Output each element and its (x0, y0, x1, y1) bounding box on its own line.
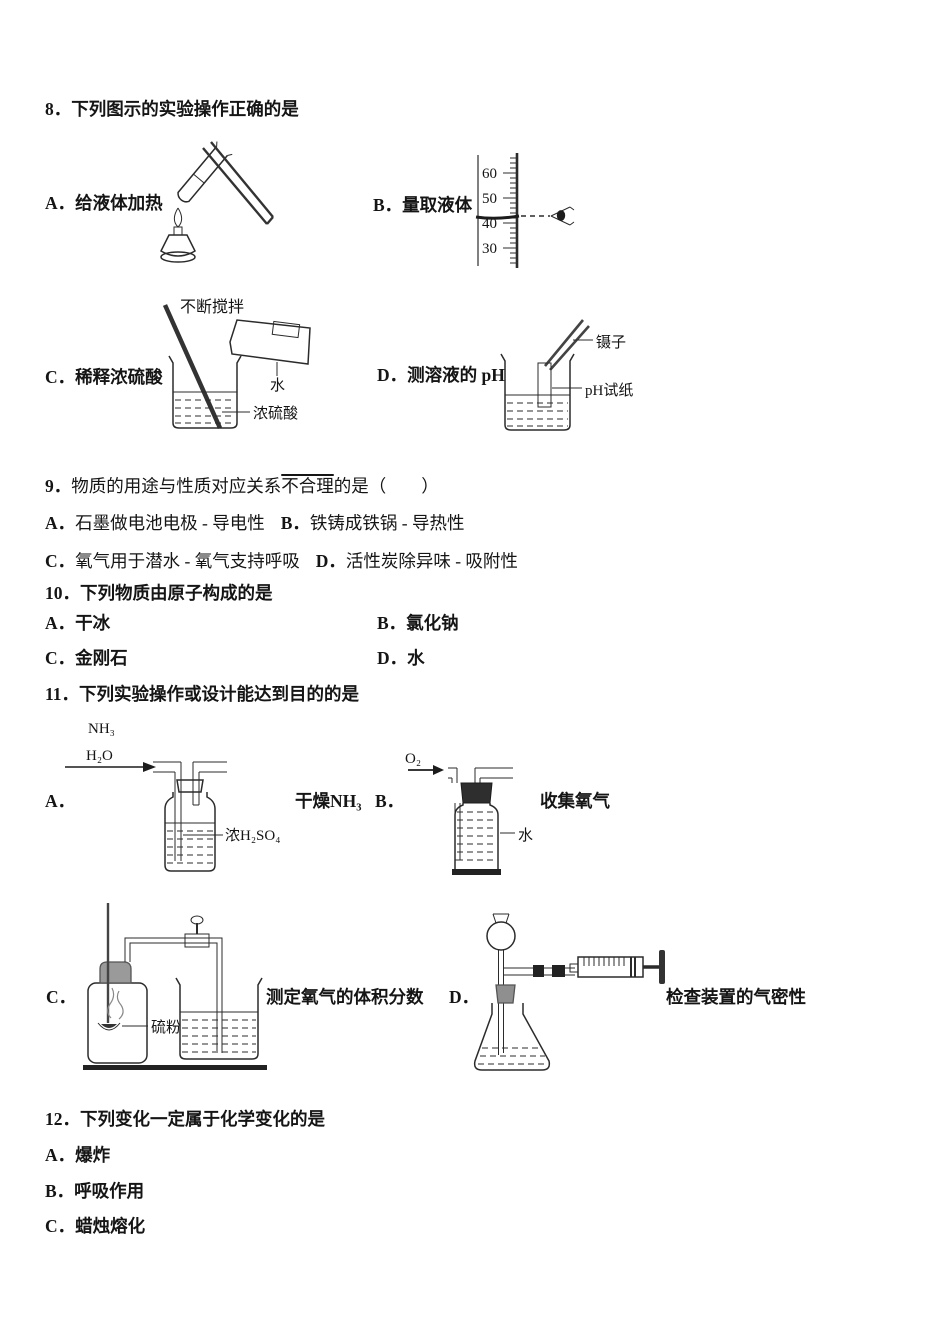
q11-caption-d: 检查装置的气密性 (666, 987, 806, 1007)
side-tube (503, 965, 575, 977)
q12-option-b: B．呼吸作用 (45, 1181, 145, 1201)
q10-option-b: B．氯化钠 (377, 613, 459, 633)
q9-option-a-label: A． (45, 513, 76, 533)
q8-title: 8．下列图示的实验操作正确的是 (45, 99, 299, 119)
q8-option-c: C．稀释浓硫酸 (45, 367, 163, 387)
q11-label-a: A． (45, 791, 76, 811)
beaker (175, 977, 263, 1060)
liquid-level (475, 214, 520, 220)
beaker (168, 355, 242, 429)
q8-option-b: B．量取液体 (373, 195, 473, 215)
powder-label: 硫粉 (151, 1019, 181, 1036)
q8-diagram-cylinder: 60 50 40 30 (475, 153, 575, 268)
plunger-handle (659, 950, 665, 984)
gas-label: O₂ (405, 751, 421, 767)
q9-stem-prefix: 物质的用途与性质对应关系 (71, 476, 282, 496)
q10-option-d: D．水 (377, 648, 425, 668)
test-tube (177, 141, 233, 203)
q9-option-b-label: B． (280, 513, 310, 533)
acid-label: 浓H₂SO₄ (225, 827, 280, 844)
paper-label: pH试纸 (585, 382, 633, 399)
syringe (569, 950, 665, 984)
q11-diagram-airtightness (473, 913, 665, 1071)
tick-60: 60 (482, 166, 497, 182)
q10-title: 10．下列物质由原子构成的是 (45, 583, 273, 603)
wash-bottle (153, 761, 227, 872)
q11-caption-a: 干燥NH₃ (295, 791, 362, 811)
q8-diagram-heating (160, 141, 274, 263)
q9-option-d-label: D． (315, 551, 346, 571)
bottle-base (452, 869, 501, 875)
q11-label-c: C． (46, 987, 77, 1007)
q12-option-a: A．爆炸 (45, 1145, 111, 1165)
q9-stem-suffix: 的是（ ） (333, 476, 439, 496)
sulfur-powder (101, 1024, 117, 1028)
q9-option-c-label: C． (45, 551, 76, 571)
q8-option-d: D．测溶液的 pH (377, 365, 505, 385)
q11-diagram-drying: NH₃ H₂O 浓H₂SO₄ (65, 721, 280, 872)
graduated-cylinder: 60 50 40 30 (475, 153, 520, 268)
test-tube-holder (202, 141, 274, 225)
water-label: 水 (518, 827, 533, 844)
q9-stem-emphasis: 不合理 (281, 476, 334, 496)
q9-options-row1: A．石墨做电池电极 - 导电性 B．铁铸成铁锅 - 导热性 (45, 513, 465, 533)
flame-icon (173, 207, 183, 228)
flow-arrow (65, 762, 156, 772)
ph-paper-strip (537, 362, 552, 408)
smoke (107, 987, 124, 1020)
plunger-seal (630, 957, 636, 977)
q11-label-b: B． (375, 791, 405, 811)
alcohol-lamp (160, 207, 196, 263)
ground-line (83, 1065, 267, 1070)
acid-label: 浓硫酸 (253, 405, 298, 422)
flask (473, 984, 551, 1071)
q9-number: 9． (45, 476, 72, 496)
rubber-connector (552, 965, 565, 977)
tick-40: 40 (482, 216, 497, 232)
water-label: 水 (270, 377, 285, 394)
connecting-tube (124, 915, 223, 1053)
q11-caption-b: 收集氧气 (540, 791, 610, 811)
combustion-spoon (97, 1022, 121, 1031)
q10-option-c: C．金刚石 (45, 648, 128, 668)
q8-option-a: A．给液体加热 (45, 193, 163, 213)
q12-title: 12．下列变化一定属于化学变化的是 (45, 1109, 325, 1129)
tweezers-label: 镊子 (596, 334, 626, 351)
q9-option-a-text: 石墨做电池电极 - 导电性 (75, 513, 265, 533)
pouring-vessel (229, 319, 311, 365)
q11-diagram-fraction: 硫粉 (83, 903, 267, 1070)
stopper (99, 961, 132, 984)
q8-diagram-ph: 镊子 pH试纸 (500, 319, 633, 431)
gas-in-label-top: NH₃ (88, 721, 115, 737)
q8-diagram-dilution: 不断搅拌 水 浓硫酸 (162, 298, 311, 429)
rubber-connector (533, 965, 544, 977)
tick-50: 50 (482, 191, 497, 207)
q11-label-d: D． (449, 987, 480, 1007)
gas-bottle (87, 903, 148, 1064)
stopper (495, 984, 516, 1004)
q9-stem: 9．物质的用途与性质对应关系不合理的是（ ） (45, 476, 439, 496)
q9-options-row2: C．氧气用于潜水 - 氧气支持呼吸 D．活性炭除异味 - 吸附性 (45, 551, 518, 571)
q9-option-c-text: 氧气用于潜水 - 氧气支持呼吸 (75, 551, 300, 571)
tick-30: 30 (482, 241, 497, 257)
q12-option-c: C．蜡烛熔化 (45, 1216, 146, 1236)
collecting-bottle (448, 767, 513, 875)
q11-title: 11．下列实验操作或设计能达到目的的是 (45, 684, 360, 704)
q9-option-b-text: 铁铸成铁锅 - 导热性 (309, 513, 465, 533)
stir-label: 不断搅拌 (180, 298, 244, 316)
rubber-stopper (460, 782, 493, 804)
tweezers (543, 319, 590, 371)
eye-icon (550, 206, 575, 226)
gas-in-label-bottom: H₂O (86, 748, 113, 764)
q10-option-a: A．干冰 (45, 613, 111, 633)
q9-option-d-text: 活性炭除异味 - 吸附性 (345, 551, 518, 571)
q11-diagram-collecting: O₂ 水 (405, 751, 533, 875)
flow-arrow (408, 765, 444, 775)
q11-caption-c: 测定氧气的体积分数 (266, 987, 424, 1007)
